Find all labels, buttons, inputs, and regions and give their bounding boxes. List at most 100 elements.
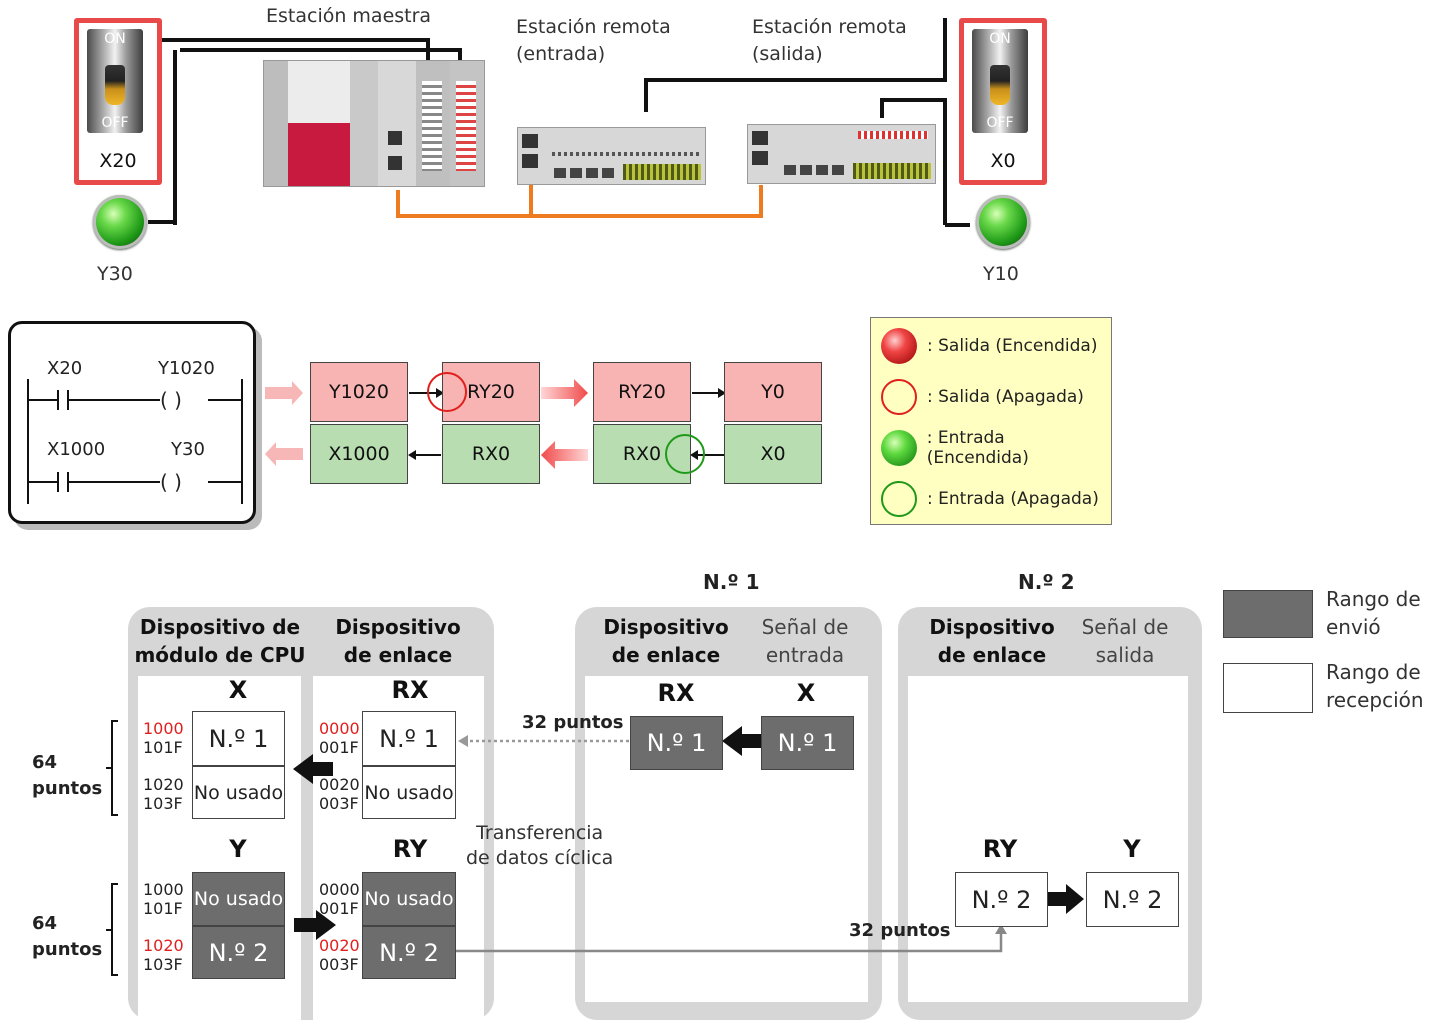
link-ry-addr-start: 0020 xyxy=(319,936,360,955)
output-signal-header-line2: salida xyxy=(1095,643,1155,667)
points-64-y: 64 puntos xyxy=(32,911,102,963)
red-ring-icon xyxy=(881,379,917,415)
switch-name: X0 xyxy=(990,150,1016,172)
link-rx-addr-range1: 0000 001F xyxy=(319,719,360,757)
station2-y-n2-block: N.º 2 xyxy=(1086,872,1179,927)
station2-y-label: Y xyxy=(1123,835,1141,863)
legend-label: : Salida (Encendida) xyxy=(927,336,1098,356)
output-off-ring-icon xyxy=(427,372,467,412)
rung1-coil-label: Y1020 xyxy=(158,358,215,379)
link-rx-n1-block: N.º 1 xyxy=(362,711,456,766)
station2-link-header-line1: Dispositivo xyxy=(929,615,1055,639)
remote-output-label-line1: Estación remota xyxy=(752,16,907,38)
flow-cell-x0: X0 xyxy=(724,424,822,484)
flow-cell-y0: Y0 xyxy=(724,362,822,422)
cpu-y-addr-start: 1020 xyxy=(143,936,184,955)
master-station-label: Estación maestra xyxy=(266,5,432,27)
cpu-y-addr-range1: 1000 101F xyxy=(143,880,184,918)
station1-rx-n1-block: N.º 1 xyxy=(630,716,723,770)
red-filled-circle-icon xyxy=(881,328,917,364)
cpu-y-n2-block: N.º 2 xyxy=(192,926,285,979)
lamp-y30-icon xyxy=(93,195,147,249)
link-rx-addr-end: 001F xyxy=(319,738,359,757)
station2-link-header-line2: de enlace xyxy=(937,643,1047,667)
cyclic-transfer-label: Transferencia de datos cíclica xyxy=(466,821,613,871)
flow-cell-ry20-remote: RY20 xyxy=(593,362,691,422)
switch-on-label: ON xyxy=(104,31,126,47)
points-64-x-line1: 64 xyxy=(32,752,58,773)
receive-range-swatch xyxy=(1223,663,1313,713)
rung2-contact-label: X1000 xyxy=(47,439,106,460)
remote-input-label-line2: (entrada) xyxy=(516,43,606,65)
output-signal-header-line1: Señal de xyxy=(1081,615,1169,639)
cpu-x-addr-start: 1000 xyxy=(143,719,184,738)
switch-x20[interactable]: ON OFF X20 xyxy=(74,18,162,185)
input-signal-header: Señal de entrada xyxy=(740,613,870,669)
flow-cell-x1000: X1000 xyxy=(310,424,408,484)
input-signal-header-line2: entrada xyxy=(765,643,845,667)
lamp-y10-icon xyxy=(976,195,1030,249)
cpu-y-addr-end: 103F xyxy=(143,955,183,974)
points-64-y-line2: puntos xyxy=(32,939,103,960)
cpu-x-label: X xyxy=(228,676,248,704)
link-device-header-line1: Dispositivo xyxy=(335,615,461,639)
switch-name: X20 xyxy=(99,150,137,172)
remote-output-module-icon xyxy=(747,124,936,184)
send-range-line1: Rango de xyxy=(1326,587,1421,611)
cpu-x-addr-range2: 1020 103F xyxy=(143,775,184,813)
cpu-x-addr-end: 101F xyxy=(143,738,183,757)
remote-input-module-icon xyxy=(517,127,706,185)
cpu-x-unused-block: No usado xyxy=(192,766,285,819)
lamp-y30-label: Y30 xyxy=(97,263,133,285)
station1-x-n1-block: N.º 1 xyxy=(761,716,854,770)
cpu-y-addr-range2: 1020 103F xyxy=(143,936,184,974)
ladder-rungs xyxy=(27,379,243,504)
remote-input-label-line1: Estación remota xyxy=(516,16,671,38)
remote-output-label-line2: (salida) xyxy=(752,43,823,65)
cpu-device-header-line2: módulo de CPU xyxy=(134,643,306,667)
link-ry-addr-start: 0000 xyxy=(319,880,360,899)
rung1-contact-label: X20 xyxy=(47,358,83,379)
link-ry-label: RY xyxy=(392,835,428,863)
master-plc-icon xyxy=(263,60,485,187)
points-64-x: 64 puntos xyxy=(32,750,102,802)
receive-range-label: Rango de recepción xyxy=(1326,658,1424,714)
station2-ry-n2-block: N.º 2 xyxy=(955,872,1048,927)
link-device-header: Dispositivo de enlace xyxy=(318,613,478,669)
station1-link-header-line2: de enlace xyxy=(611,643,721,667)
output-signal-header: Señal de salida xyxy=(1062,613,1188,669)
station1-link-header-line1: Dispositivo xyxy=(603,615,729,639)
legend: : Salida (Encendida) : Salida (Apagada) … xyxy=(870,317,1112,525)
legend-label: : Salida (Apagada) xyxy=(927,387,1084,407)
switch-off-label: OFF xyxy=(986,115,1014,131)
link-ry-addr-end: 001F xyxy=(319,899,359,918)
green-ring-icon xyxy=(881,481,917,517)
points-32-ry: 32 puntos xyxy=(849,920,951,941)
switch-x0[interactable]: ON OFF X0 xyxy=(959,18,1047,185)
remote-input-label: Estación remota (entrada) xyxy=(516,14,671,68)
link-ry-n2-block: N.º 2 xyxy=(362,926,456,979)
station2-panel xyxy=(908,676,1188,1002)
legend-label: : Entrada (Apagada) xyxy=(927,489,1099,509)
receive-range-line2: recepción xyxy=(1326,688,1424,712)
rung2-coil-label: Y30 xyxy=(171,439,205,460)
ladder-program: X20 Y1020 ( ) X1000 Y30 ( ) xyxy=(8,321,256,524)
link-ry-addr-range1: 0000 001F xyxy=(319,880,360,918)
link-rx-addr-end: 003F xyxy=(319,794,359,813)
points-64-x-line2: puntos xyxy=(32,778,103,799)
switch-off-label: OFF xyxy=(101,115,129,131)
legend-item: : Entrada (Apagada) xyxy=(881,479,1099,519)
green-filled-circle-icon xyxy=(881,430,917,466)
link-rx-addr-start: 0020 xyxy=(319,775,360,794)
cpu-y-label: Y xyxy=(229,835,247,863)
link-rx-unused-block: No usado xyxy=(362,766,456,819)
station2-ry-label: RY xyxy=(982,835,1018,863)
link-ry-unused-block: No usado xyxy=(362,872,456,926)
legend-item: : Entrada (Encendida) xyxy=(881,428,1111,468)
input-signal-header-line1: Señal de xyxy=(761,615,849,639)
cpu-y-addr-end: 101F xyxy=(143,899,183,918)
cpu-device-header: Dispositivo de módulo de CPU xyxy=(130,613,310,669)
station2-title: N.º 2 xyxy=(1018,570,1075,594)
